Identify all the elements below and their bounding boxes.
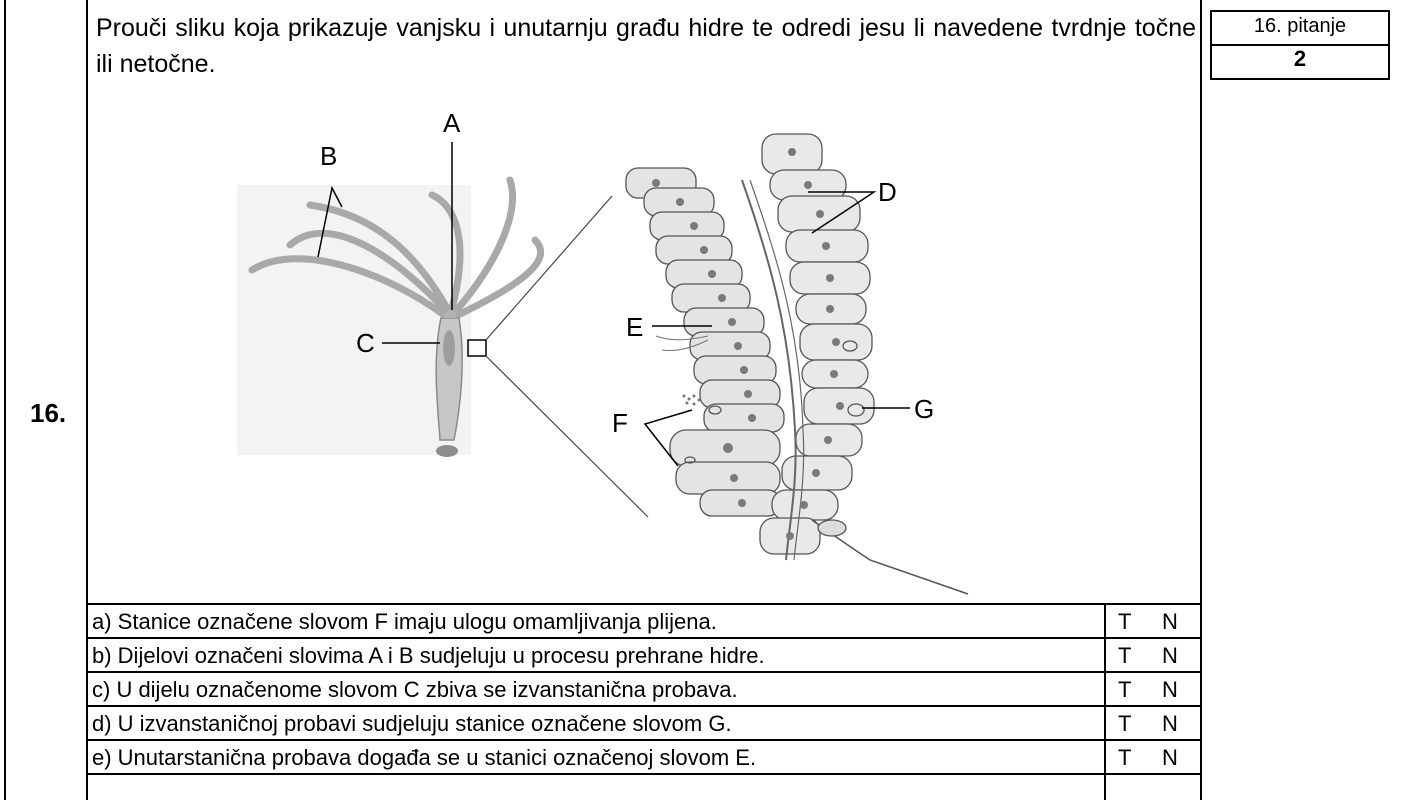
statement-e: e) Unutarstanična probava događa se u st… xyxy=(92,742,1102,774)
statement-d-false-option[interactable]: N xyxy=(1162,708,1178,740)
label-c: C xyxy=(356,328,375,358)
statement-b: b) Dijelovi označeni slovima A i B sudje… xyxy=(92,640,1102,672)
statement-a-true-option[interactable]: T xyxy=(1118,606,1131,638)
points-box-value: 2 xyxy=(1212,46,1388,72)
label-g: G xyxy=(914,394,934,424)
points-box-label: 16. pitanje xyxy=(1212,15,1388,38)
hydra-figure: A B C D E F G xyxy=(88,100,1200,605)
statement-d-true-option[interactable]: T xyxy=(1118,708,1131,740)
frame-content-right-border xyxy=(1200,0,1202,800)
statement-c: c) U dijelu označenome slovom C zbiva se… xyxy=(92,674,1102,706)
question-text: Prouči sliku koja prikazuje vanjsku i un… xyxy=(96,10,1196,82)
label-f: F xyxy=(612,408,628,438)
label-e: E xyxy=(626,312,643,342)
statement-c-true-option[interactable]: T xyxy=(1118,674,1131,706)
statement-c-false-option[interactable]: N xyxy=(1162,674,1178,706)
label-b: B xyxy=(320,141,337,171)
statement-b-true-option[interactable]: T xyxy=(1118,640,1131,672)
hydra-photo-background xyxy=(237,185,471,455)
statement-a-false-option[interactable]: N xyxy=(1162,606,1178,638)
question-number: 16. xyxy=(30,398,66,429)
statement-b-false-option[interactable]: N xyxy=(1162,640,1178,672)
statement-a: a) Stanice označene slovom F imaju ulogu… xyxy=(92,606,1102,638)
statement-e-true-option[interactable]: T xyxy=(1118,742,1131,774)
label-d: D xyxy=(878,177,897,207)
statement-d: d) U izvanstaničnoj probavi sudjeluju st… xyxy=(92,708,1102,740)
statement-e-false-option[interactable]: N xyxy=(1162,742,1178,774)
label-a: A xyxy=(443,108,461,138)
tissue-section-drawing xyxy=(626,134,968,594)
frame-left-border xyxy=(4,0,6,800)
